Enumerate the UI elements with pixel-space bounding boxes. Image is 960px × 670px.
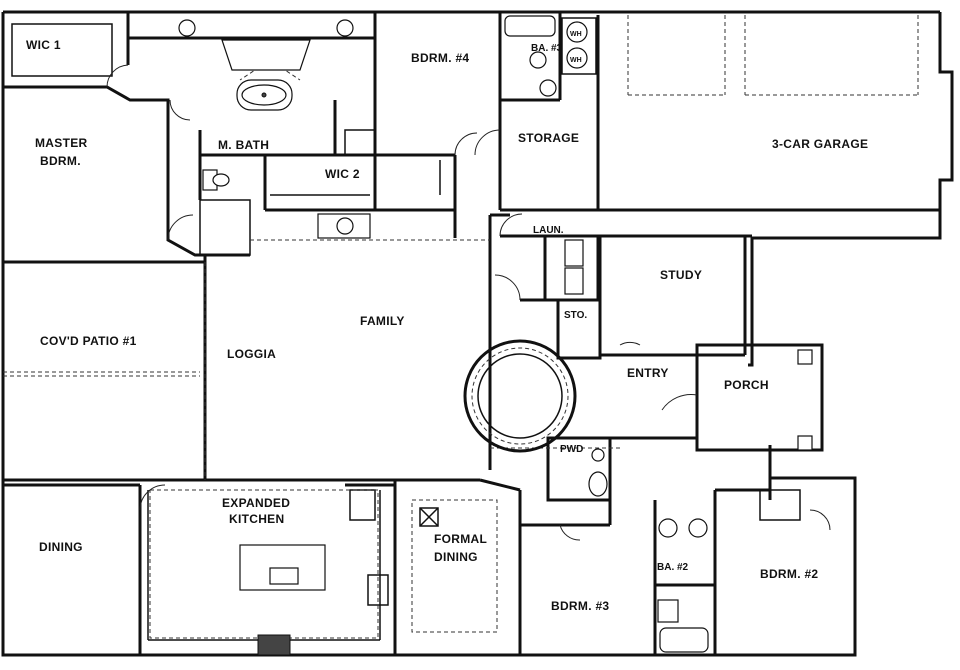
label-family: FAMILY xyxy=(360,314,405,328)
fixtures xyxy=(178,15,813,656)
label-study: STUDY xyxy=(660,268,702,282)
label-sto: STO. xyxy=(564,310,587,321)
label-ba-3: BA. #3 xyxy=(531,43,563,54)
label-wic-2: WIC 2 xyxy=(325,167,360,181)
label-wic-1: WIC 1 xyxy=(26,38,61,52)
label-wh-1: WH xyxy=(570,31,582,38)
label-formal-dining: FORMAL xyxy=(434,532,487,546)
label-wh-2: WH xyxy=(570,57,582,64)
label-entry: ENTRY xyxy=(627,366,669,380)
label-ba-2: BA. #2 xyxy=(657,562,689,573)
door-swings xyxy=(106,64,831,541)
label-dining: DINING xyxy=(39,540,83,554)
label-storage: STORAGE xyxy=(518,131,579,145)
label-patio: COV'D PATIO #1 xyxy=(40,334,137,348)
label-m-bath: M. BATH xyxy=(218,138,269,152)
label-formal-dining-2: DINING xyxy=(434,550,478,564)
label-master-bdrm: MASTER xyxy=(35,136,87,150)
label-bdrm-4: BDRM. #4 xyxy=(411,51,469,65)
label-loggia: LOGGIA xyxy=(227,347,276,361)
label-laun: LAUN. xyxy=(533,225,564,236)
label-kitchen-2: KITCHEN xyxy=(229,512,284,526)
label-kitchen: EXPANDED xyxy=(222,496,290,510)
rotunda xyxy=(463,339,577,453)
label-pwd: PWD xyxy=(560,444,583,455)
label-master-bdrm-2: BDRM. xyxy=(40,154,81,168)
room-labels: WIC 1 MASTER BDRM. M. BATH WIC 2 BDRM. #… xyxy=(26,31,868,613)
label-bdrm-3: BDRM. #3 xyxy=(551,599,609,613)
interior-walls xyxy=(11,12,940,655)
label-bdrm-2: BDRM. #2 xyxy=(760,567,818,581)
label-garage: 3-CAR GARAGE xyxy=(772,137,868,151)
label-porch: PORCH xyxy=(724,378,769,392)
